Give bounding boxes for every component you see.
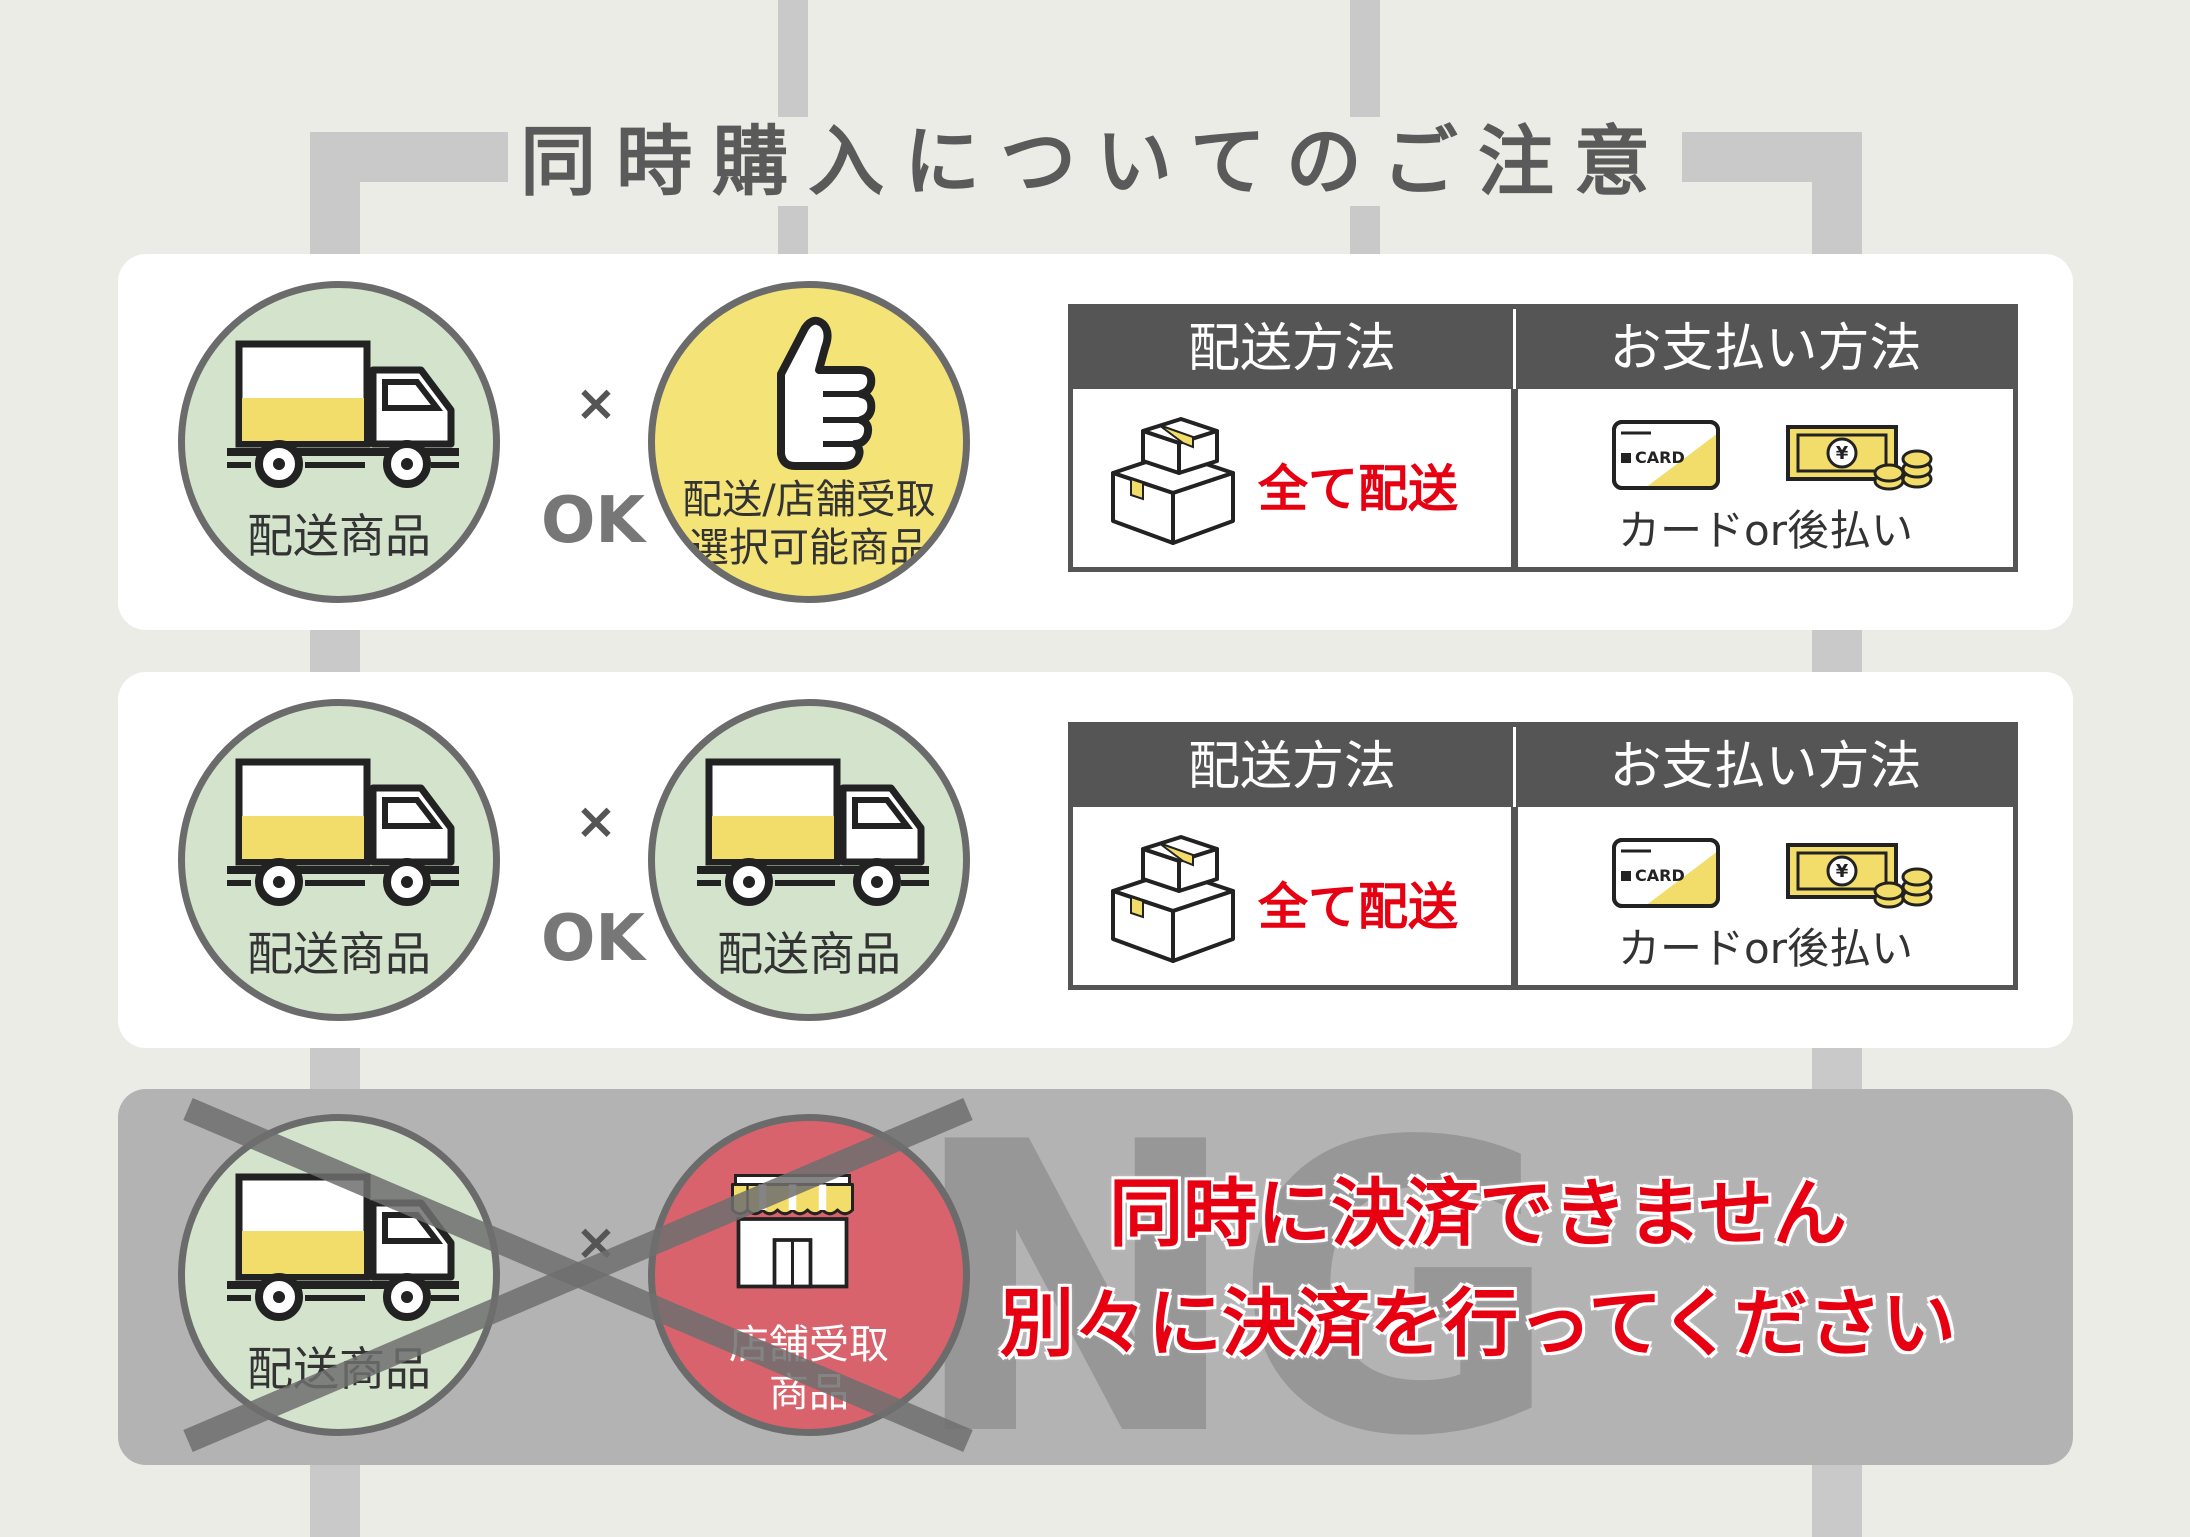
svg-text:¥: ¥ [1836,861,1849,882]
cross-out-icon [183,1097,973,1453]
combo-panel-ok-2: 配送商品 × OK 配送商品 配送方法 お支払い方法 [118,672,2073,1048]
delivery-product-circle: 配送商品 [178,699,500,1021]
card-icon: CARD [1612,420,1720,490]
selectable-product-circle: 配送/店舗受取 選択可能商品 [648,281,970,603]
truck-icon [697,758,929,906]
delivery-value: 全て配送 [1258,460,1458,518]
svg-text:CARD: CARD [1635,448,1685,467]
ok-label: OK [541,484,645,558]
delivery-payment-table: 配送方法 お支払い方法 全て配送 CARD ¥ [1068,722,2018,990]
payment-value: カードor後払い [1618,924,1913,973]
ng-watermark: NG [908,1089,1561,1465]
circle-label: 配送商品 [717,927,901,981]
combo-panel-ng: NG 配送商品 × [118,1089,2073,1465]
money-icon: ¥ [1786,425,1933,491]
payment-value: カードor後払い [1618,506,1913,555]
svg-text:CARD: CARD [1635,866,1685,885]
divider [1513,309,1516,389]
circle-label: 配送/店舗受取 選択可能商品 [682,477,936,571]
page-title: 同時購入についてのご注意 [0,100,2190,210]
delivery-payment-table: 配送方法 お支払い方法 全て配送 CARD ¥ [1068,304,2018,572]
circle-label: 配送商品 [247,927,431,981]
delivery-method-header: 配送方法 [1073,309,1511,389]
divider [1513,727,1516,807]
ok-label: OK [541,902,645,976]
delivery-product-circle: 配送商品 [178,281,500,603]
payment-method-header: お支払い方法 [1518,727,2013,807]
circle-label: 配送商品 [247,509,431,563]
times-symbol: × [575,792,617,850]
times-symbol: × [575,374,617,432]
box-icon [1111,417,1235,545]
truck-icon [227,758,459,906]
thumbs-up-icon [777,316,876,470]
combo-panel-ok-1: 配送商品 × OK 配送/店舗受取 選択可能商品 配送方法 お支払い方法 [118,254,2073,630]
delivery-product-circle: 配送商品 [648,699,970,1021]
divider [1511,309,1518,567]
card-icon: CARD [1612,838,1720,908]
delivery-value: 全て配送 [1258,878,1458,936]
money-icon: ¥ [1786,843,1933,909]
delivery-method-header: 配送方法 [1073,727,1511,807]
payment-method-header: お支払い方法 [1518,309,2013,389]
ng-message: 同時に決済できません 別々に決済を行ってください [998,1170,1957,1369]
divider [1511,727,1518,985]
svg-text:¥: ¥ [1836,443,1849,464]
truck-icon [227,340,459,488]
box-icon [1111,835,1235,963]
